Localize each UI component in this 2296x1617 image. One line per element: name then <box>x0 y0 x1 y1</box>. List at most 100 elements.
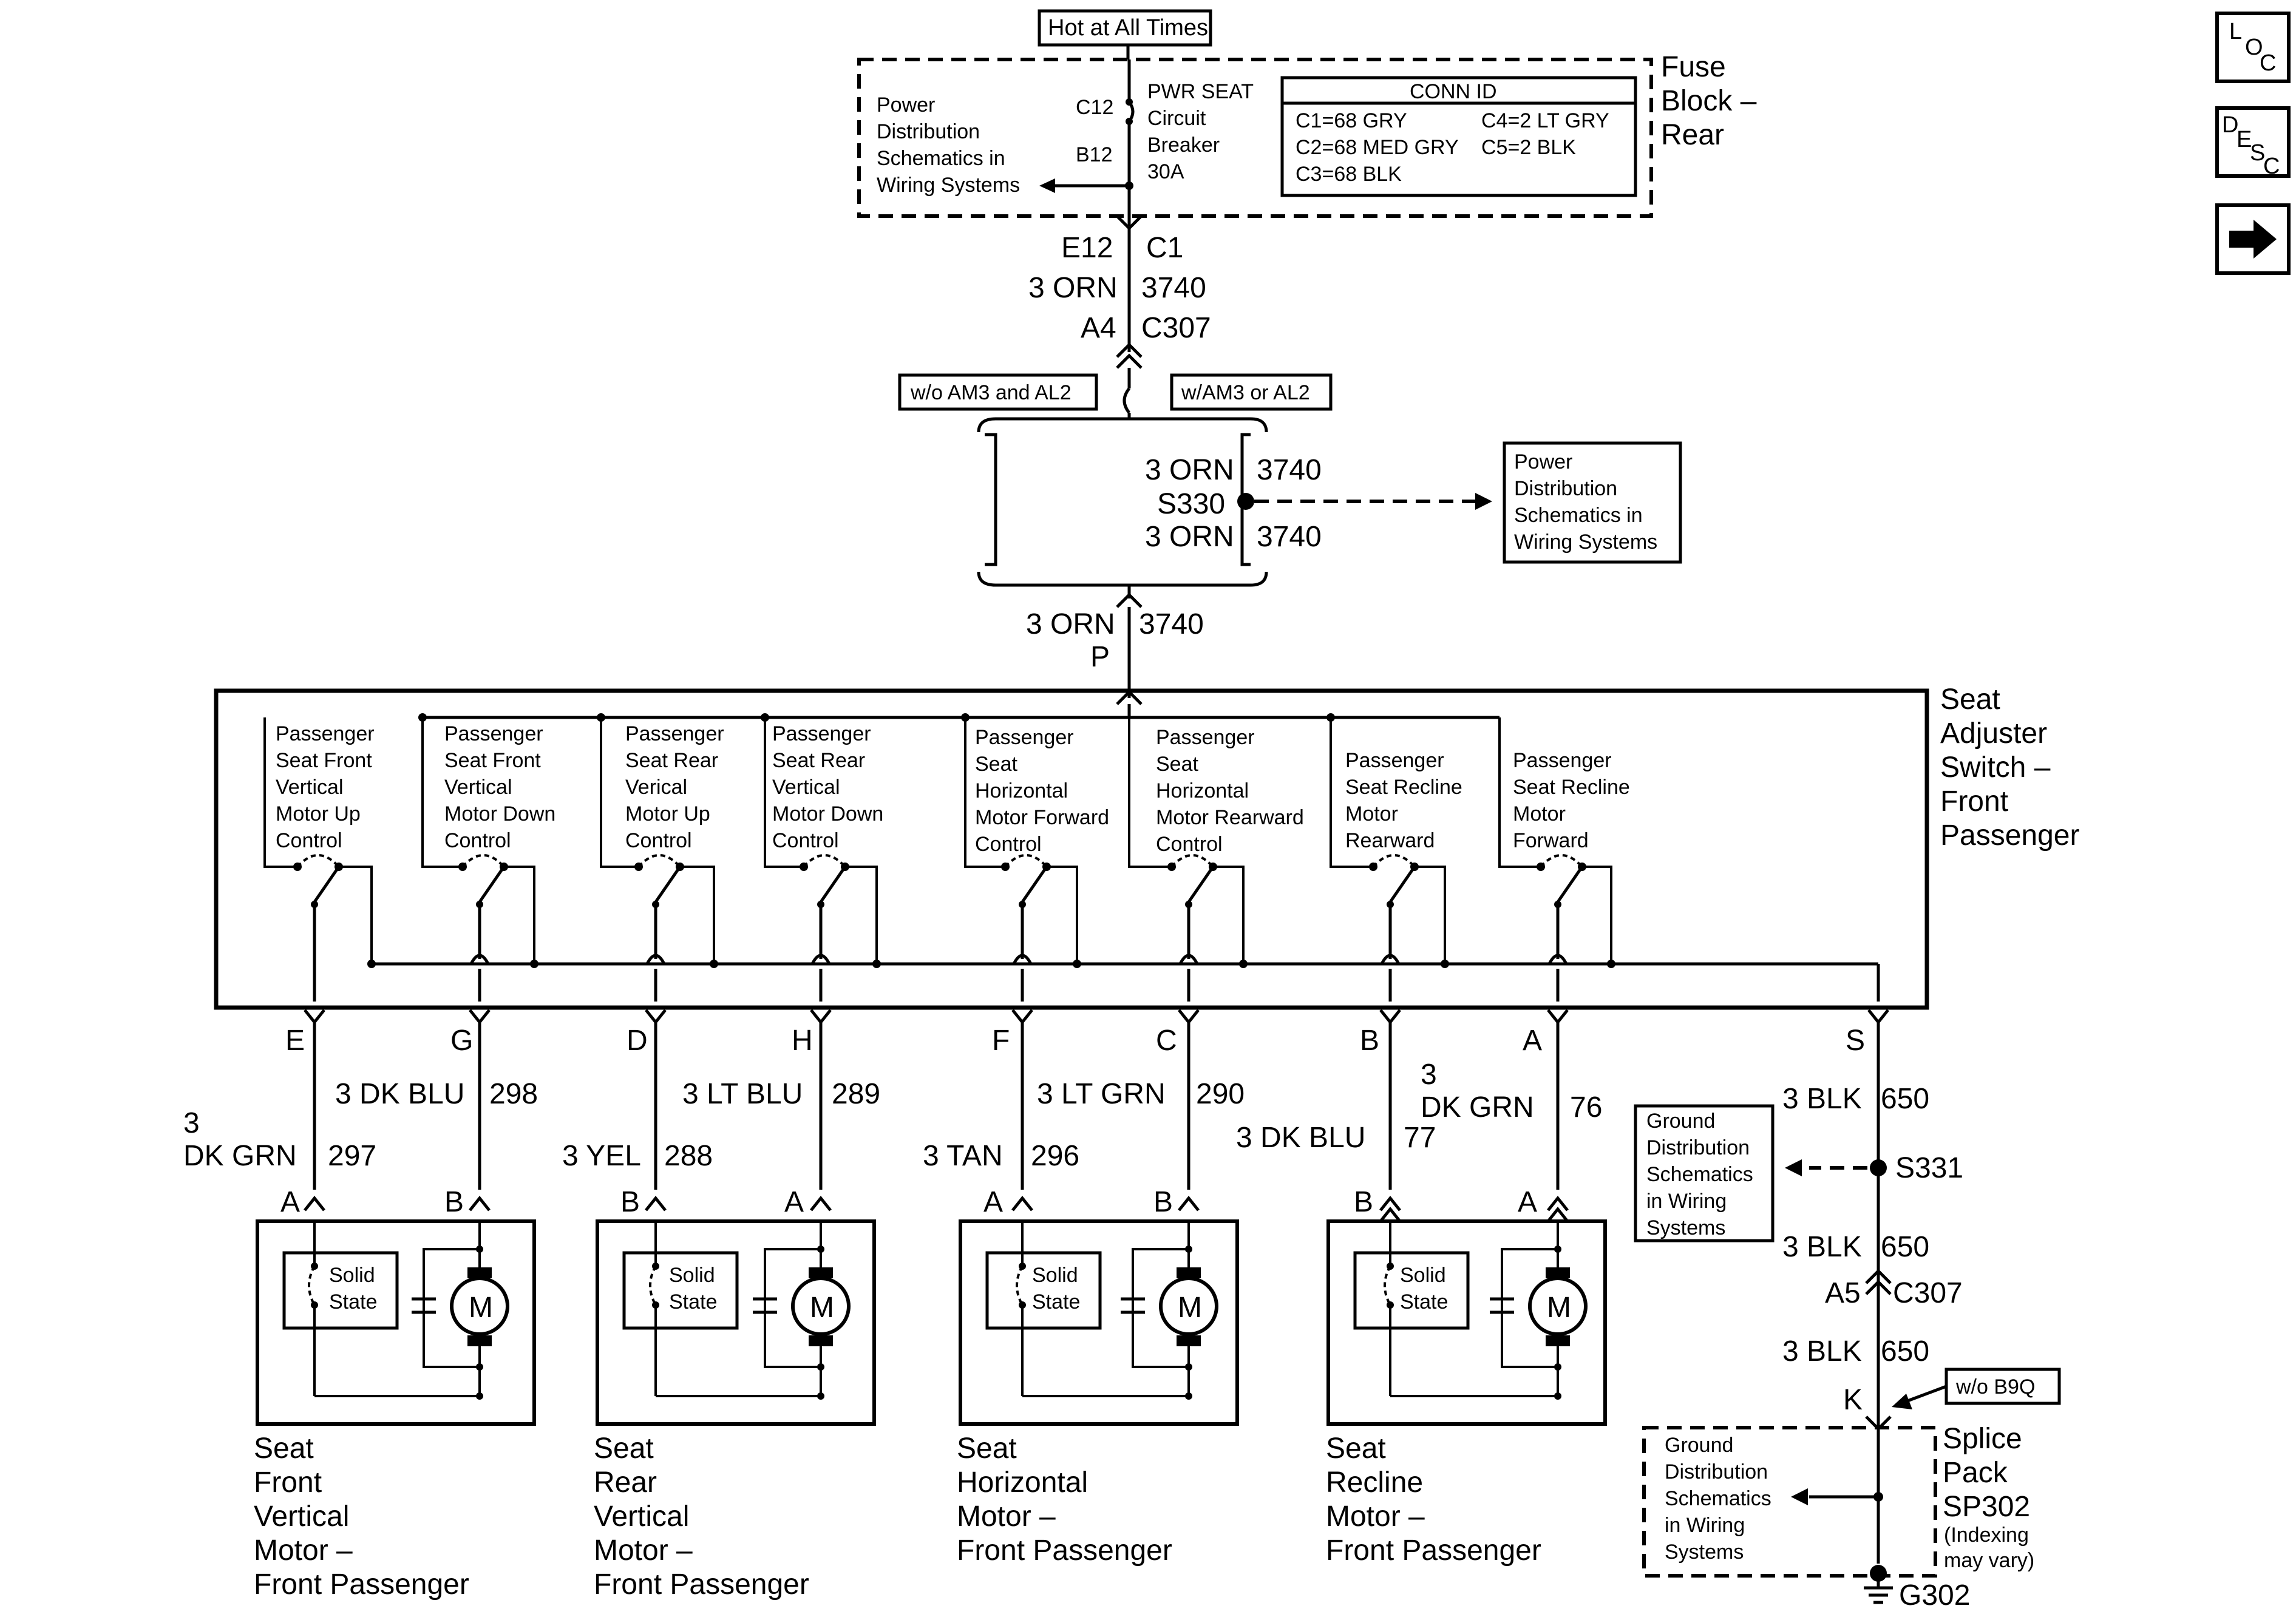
conn-id-table: CONN ID C1=68 GRY C4=2 LT GRY C2=68 MED … <box>1280 76 1637 197</box>
svg-text:Rearward: Rearward <box>1345 829 1435 852</box>
ground-circuit-3: 650 <box>1881 1335 1929 1368</box>
switch-pin-g: G <box>450 1025 473 1057</box>
svg-text:Motor –: Motor – <box>1326 1500 1425 1533</box>
option-without-am3-al2 <box>898 373 1098 411</box>
switch-element-5 <box>1001 854 1081 1025</box>
motor-pin-left: A <box>280 1186 300 1218</box>
svg-text:Solid: Solid <box>1400 1264 1446 1287</box>
switch-contact-4: Passenger Seat Rear Vertical Motor Down … <box>772 722 883 852</box>
a4-label: A4 <box>1081 312 1116 344</box>
switch-element-7 <box>1369 854 1449 1025</box>
wire-296-circuit: 296 <box>1031 1140 1079 1172</box>
ground-symbol-icon <box>1864 1576 1893 1604</box>
svg-text:State: State <box>329 1290 377 1314</box>
svg-text:Distribution: Distribution <box>1514 477 1617 500</box>
svg-text:Front Passenger: Front Passenger <box>1326 1534 1541 1567</box>
splice-pack-name: Splice Pack SP302 (Indexing may vary) <box>1943 1423 2034 1572</box>
splice-wire-bottom: 3 ORN <box>1145 521 1234 553</box>
svg-text:Seat: Seat <box>1156 753 1198 776</box>
svg-text:w/AM3 or AL2: w/AM3 or AL2 <box>1181 381 1310 404</box>
wire-77-color: 3 DK BLU <box>1236 1122 1365 1154</box>
splice-circuit-top: 3740 <box>1257 454 1322 486</box>
svg-text:State: State <box>669 1290 717 1314</box>
wire-3740-color-1: 3 ORN <box>1028 272 1118 304</box>
motor-symbol: M <box>810 1292 834 1324</box>
svg-text:State: State <box>1032 1290 1080 1314</box>
svg-text:w/o B9Q: w/o B9Q <box>1955 1375 2035 1398</box>
switch-pin-a: A <box>1523 1025 1542 1057</box>
svg-text:Circuit: Circuit <box>1147 107 1206 130</box>
wire-297-size: 3 <box>183 1107 200 1139</box>
svg-text:Seat Recline: Seat Recline <box>1345 776 1462 799</box>
svg-text:Forward: Forward <box>1513 829 1589 852</box>
ground-wire-1: 3 BLK <box>1782 1083 1862 1115</box>
loc-button[interactable]: L O C <box>2215 12 2291 83</box>
switch-pin-e: E <box>285 1025 305 1057</box>
svg-text:Rear: Rear <box>594 1466 657 1499</box>
svg-text:Distribution: Distribution <box>877 120 980 143</box>
solid-state-box <box>622 1251 739 1330</box>
svg-text:Seat Rear: Seat Rear <box>772 749 865 772</box>
svg-text:Seat: Seat <box>957 1432 1017 1465</box>
wire-3740-circuit-1: 3740 <box>1141 272 1206 304</box>
svg-text:Vertical: Vertical <box>772 776 840 799</box>
switch-contact-8: Passenger Seat Recline Motor Forward <box>1513 749 1630 852</box>
motor-pin-left: B <box>620 1186 640 1218</box>
svg-text:in Wiring: in Wiring <box>1665 1514 1745 1537</box>
svg-text:Wiring Systems: Wiring Systems <box>1514 531 1657 554</box>
motor-name-3: Seat Horizontal Motor – Front Passenger <box>957 1432 1172 1567</box>
ground-wire-2: 3 BLK <box>1782 1231 1862 1263</box>
svg-text:Motor Rearward: Motor Rearward <box>1156 806 1304 829</box>
motor-pin-left: A <box>983 1186 1003 1218</box>
svg-text:Passenger: Passenger <box>276 722 375 745</box>
desc-d: D <box>2222 112 2238 138</box>
motor-pin-right: A <box>1518 1186 1537 1218</box>
s330-label: S330 <box>1157 488 1225 520</box>
svg-text:Schematics: Schematics <box>1665 1487 1771 1510</box>
wire-3740-color-2: 3 ORN <box>1026 608 1115 640</box>
desc-c: C <box>2263 154 2280 179</box>
next-page-button[interactable] <box>2215 203 2291 275</box>
desc-button[interactable]: D E S C <box>2215 106 2291 179</box>
wire-288-color: 3 YEL <box>562 1140 641 1172</box>
svg-text:Switch –: Switch – <box>1940 751 2051 784</box>
s330-splice-dot <box>1237 493 1254 510</box>
svg-text:Passenger: Passenger <box>975 726 1074 749</box>
svg-text:Seat: Seat <box>254 1432 314 1465</box>
motor-name-1: Seat Front Vertical Motor – Front Passen… <box>254 1432 469 1601</box>
wire-298-color: 3 DK BLU <box>335 1078 464 1110</box>
wire-297-color: DK GRN <box>183 1140 297 1172</box>
svg-text:State: State <box>1400 1290 1448 1314</box>
power-distribution-ref-1: Power Distribution Schematics in Wiring … <box>877 93 1020 197</box>
wire-290-color: 3 LT GRN <box>1037 1078 1166 1110</box>
motor-icon <box>1528 1276 1588 1336</box>
svg-text:Solid: Solid <box>669 1264 715 1287</box>
wire-288-circuit: 288 <box>664 1140 713 1172</box>
motor-pin-right: A <box>784 1186 804 1218</box>
fuse-block-outline <box>857 58 1653 218</box>
svg-text:Solid: Solid <box>329 1264 375 1287</box>
svg-text:Control: Control <box>276 829 342 852</box>
svg-text:Vertical: Vertical <box>444 776 512 799</box>
svg-text:Block –: Block – <box>1661 85 1757 117</box>
motor-symbol: M <box>1178 1292 1202 1324</box>
svg-text:Passenger: Passenger <box>1345 749 1444 772</box>
svg-text:Ground: Ground <box>1665 1434 1733 1457</box>
motor-icon <box>450 1276 509 1336</box>
solid-state-box <box>985 1251 1102 1330</box>
svg-text:C5=2 BLK: C5=2 BLK <box>1481 136 1576 159</box>
svg-text:Front Passenger: Front Passenger <box>594 1568 809 1601</box>
splice-pack-outline <box>1642 1426 1937 1578</box>
svg-text:Front: Front <box>1940 785 2008 818</box>
s331-splice-dot <box>1870 1159 1887 1176</box>
switch-pin-b: B <box>1360 1025 1379 1057</box>
svg-text:Vertical: Vertical <box>276 776 344 799</box>
switch-pin-s: S <box>1846 1025 1865 1057</box>
wire-76-size: 3 <box>1421 1059 1437 1091</box>
svg-text:Horizontal: Horizontal <box>975 779 1068 802</box>
loc-o: O <box>2245 35 2263 60</box>
svg-text:Power: Power <box>877 93 935 117</box>
svg-text:Control: Control <box>975 833 1042 856</box>
power-distribution-ref-2: Power Distribution Schematics in Wiring … <box>1503 441 1682 564</box>
